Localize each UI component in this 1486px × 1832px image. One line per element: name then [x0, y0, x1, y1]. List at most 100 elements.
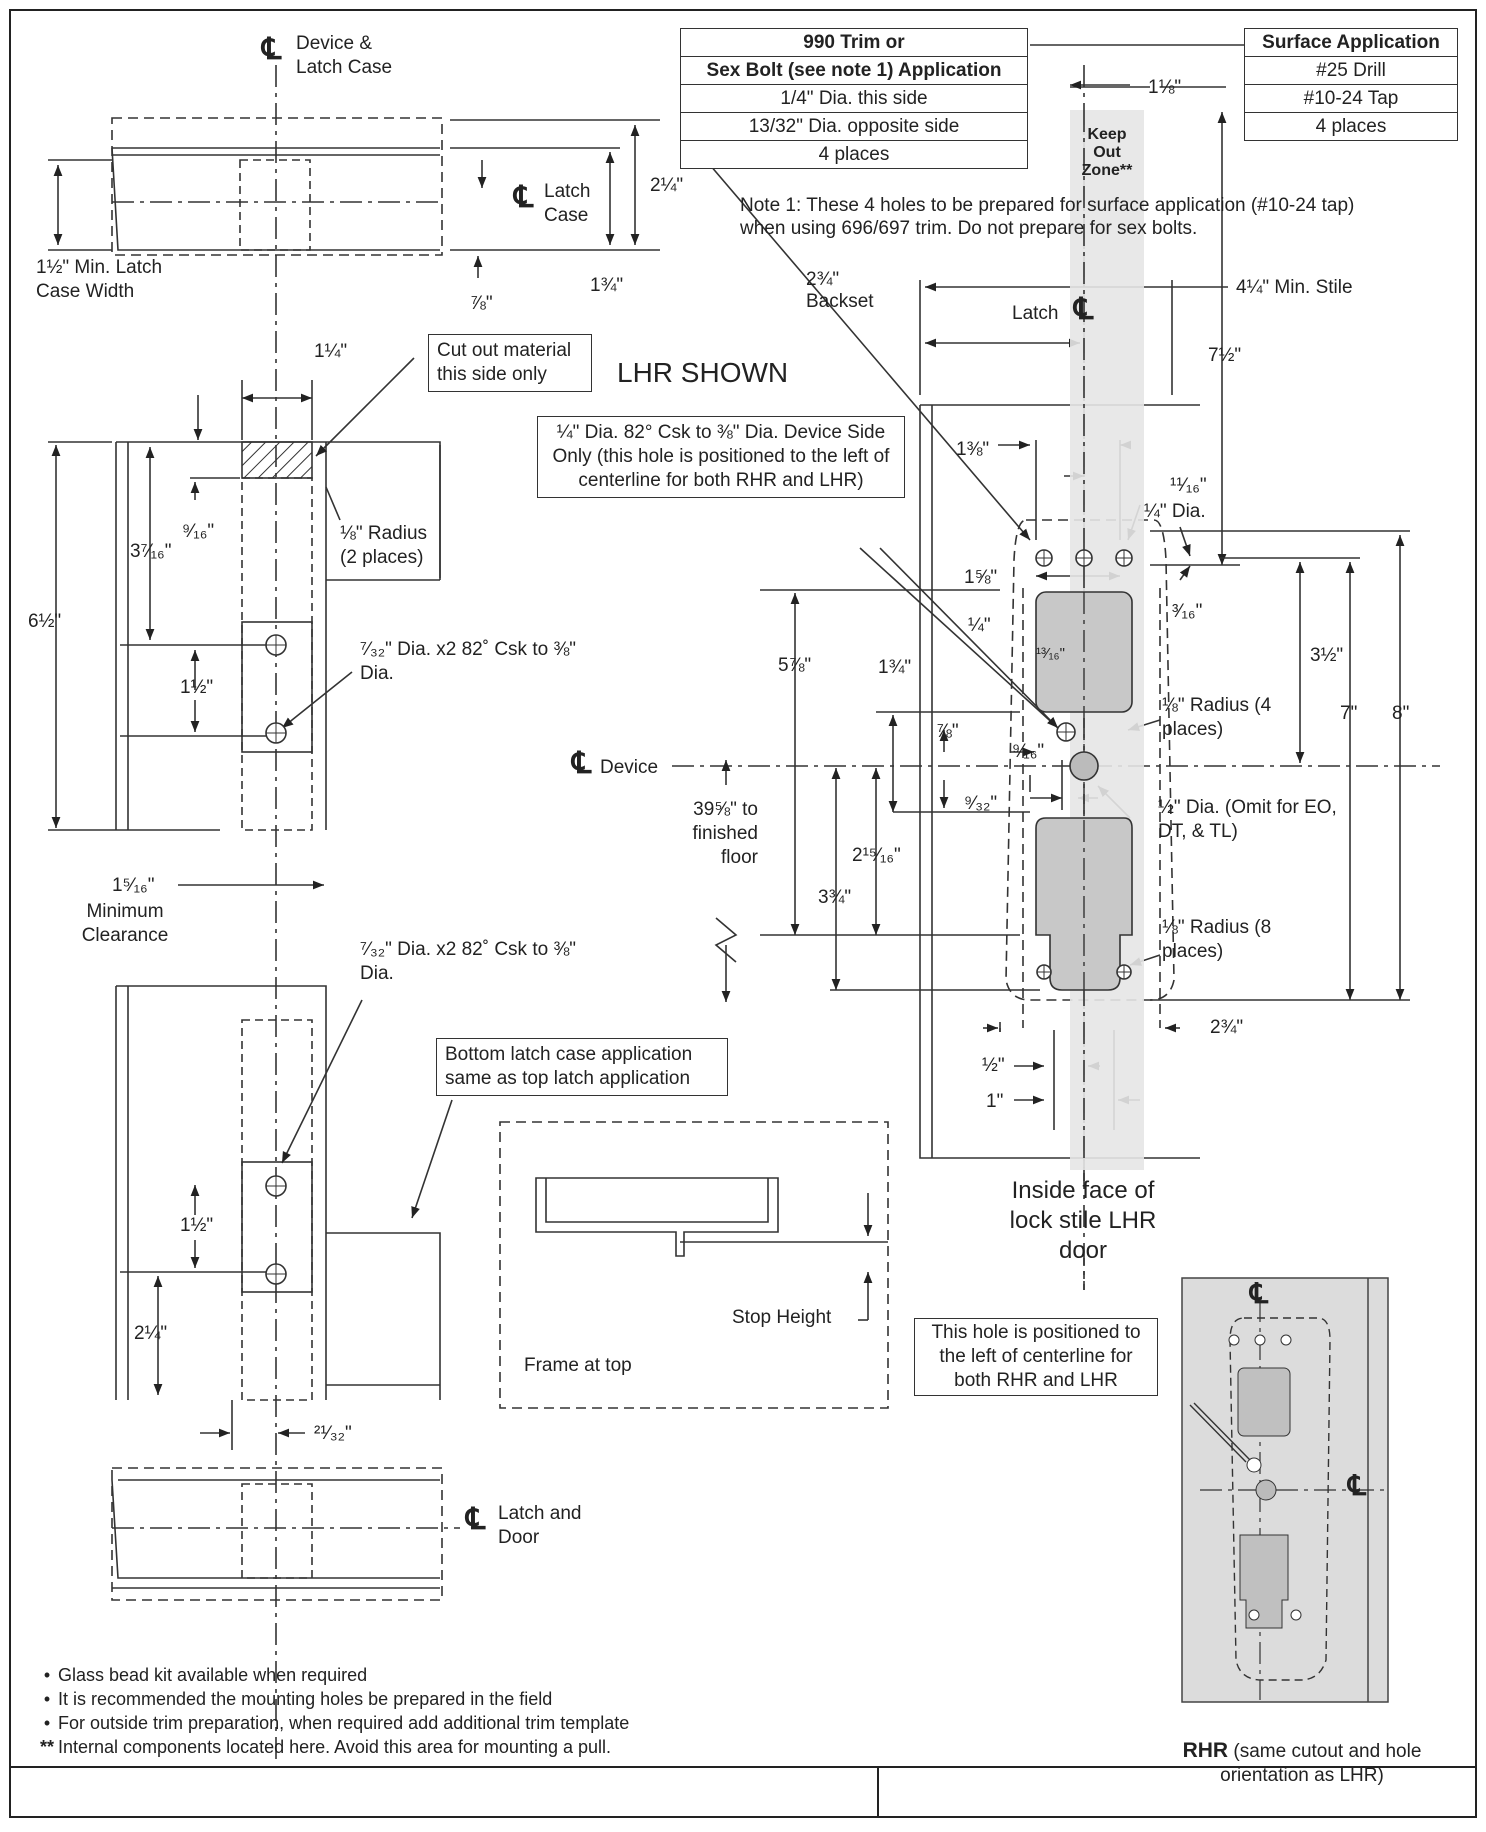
rhr-caption-bold: RHR [1182, 1739, 1229, 1762]
label-radius-2-places: ⅛" Radius (2 places) [340, 523, 428, 568]
rhr-caption-text: (same cutout and hole orientation as LHR… [1220, 1741, 1422, 1786]
cl-symbol: ℄ [466, 1503, 486, 1536]
dim-1-5-16: 1⁵⁄₁₆" [112, 875, 155, 896]
dim-9-16-left: ⁹⁄₁₆" [182, 521, 215, 542]
keep-out-zone-label: Keep Out Zone** [1076, 126, 1138, 180]
table-surface-row: 4 places [1244, 112, 1458, 141]
label-quarter-dia: ¼" Dia. [1144, 501, 1206, 522]
note-1: Note 1: These 4 holes to be prepared for… [740, 195, 1355, 239]
table-surface-row: #10-24 Tap [1244, 84, 1458, 113]
keep-out-line: Out [1093, 144, 1121, 161]
label-hole-7-32-lower: ⁷⁄₃₂" Dia. x2 82˚ Csk to ⅜" Dia. [360, 939, 577, 984]
label-half-dia: ½" Dia. (Omit for EO, DT, & TL) [1158, 797, 1337, 842]
cl-symbol: ℄ [1250, 1278, 1268, 1309]
footnote: Internal components located here. Avoid … [36, 1735, 629, 1759]
label-latch: Latch [1012, 303, 1059, 324]
dim-7: 7" [1340, 703, 1358, 724]
dim-1-1-4: 1¼" [314, 341, 348, 362]
label-min-clearance: Minimum Clearance [81, 901, 169, 946]
cl-symbol: ℄ [262, 33, 282, 66]
bottom-latch-case [111, 1467, 443, 1601]
table-990-row: 1/4" Dia. this side [680, 84, 1028, 113]
table-990-header-2: Sex Bolt (see note 1) Application [680, 56, 1028, 85]
lhr-shown-title: LHR SHOWN [617, 357, 789, 388]
dim-2-1-4-top: 2¼" [650, 175, 684, 196]
label-latch-case: Latch Case [544, 181, 591, 226]
notes-list: Glass bead kit available when required I… [36, 1663, 629, 1759]
dim-7-8-top: ⅞" [470, 293, 493, 314]
cl-symbol: ℄ [514, 181, 534, 214]
rhr-inset [1181, 1277, 1389, 1703]
label-latch-and-door: Latch and Door [498, 1503, 582, 1548]
dim-1-3-4: 1¾" [878, 657, 912, 678]
dim-2-1-4-lower: 2¼" [134, 1323, 168, 1344]
dim-1: 1" [986, 1091, 1004, 1112]
label-backset: Backset [806, 291, 874, 312]
dim-7-1-2: 7½" [1208, 345, 1242, 366]
label-min-latch-case-width: 1½" Min. Latch Case Width [36, 257, 163, 302]
dim-1-3-8: 1⅜" [956, 439, 990, 460]
cl-symbol: ℄ [572, 747, 592, 780]
dim-3-1-2: 3½" [1310, 645, 1344, 666]
callout-rhr-hole: This hole is positioned to the left of c… [914, 1318, 1158, 1396]
dim-6-1-2: 6½" [28, 611, 62, 632]
keep-out-line: Keep [1087, 126, 1127, 143]
table-990-row: 13/32" Dia. opposite side [680, 112, 1028, 141]
dim-2-3-4-bottom: 2¾" [1210, 1017, 1244, 1038]
dim-8: 8" [1392, 703, 1410, 724]
dim-1-1-2-upper: 1½" [180, 677, 214, 698]
list-item: For outside trim preparation, when requi… [36, 1711, 629, 1735]
table-surface: Surface Application #25 Drill #10-24 Tap… [1244, 28, 1458, 141]
table-990-header-1: 990 Trim or [680, 28, 1028, 57]
label-to-floor: 39⅝" to finished floor [692, 799, 759, 868]
table-990-trim: 990 Trim or Sex Bolt (see note 1) Applic… [680, 28, 1028, 169]
label-hole-7-32-upper: ⁷⁄₃₂" Dia. x2 82˚ Csk to ⅜" Dia. [360, 639, 577, 684]
dim-11-16: ¹¹⁄₁₆" [1170, 475, 1207, 496]
table-surface-row: #25 Drill [1244, 56, 1458, 85]
label-device-latch-case: Device & Latch Case [296, 33, 393, 78]
dim-3-7-16: 3⁷⁄₁₆" [130, 541, 172, 562]
dim-1-4: ¼" [968, 615, 991, 636]
dim-2-3-4-backset: 2¾" [806, 269, 840, 290]
dim-1-1-2-lower: 1½" [180, 1215, 214, 1236]
keep-out-line: Zone** [1081, 162, 1133, 179]
dim-1-1-8: 1⅛" [1148, 77, 1182, 98]
label-radius-4-places: ⅛" Radius (4 places) [1162, 695, 1272, 740]
dim-9-32: ⁹⁄₃₂" [964, 793, 998, 814]
dim-13-16: ¹³⁄₁₆" [1036, 645, 1065, 662]
label-inside-face: Inside face of lock stile LHR door [1009, 1177, 1157, 1264]
rhr-caption: RHR (same cutout and hole orientation as… [1172, 1739, 1432, 1788]
dim-1-5-8: 1⅝" [964, 567, 998, 588]
callout-cut-out: Cut out material this side only [428, 334, 592, 392]
callout-bottom-latch: Bottom latch case application same as to… [436, 1038, 728, 1096]
cutout-hatch [241, 441, 313, 479]
list-item: Glass bead kit available when required [36, 1663, 629, 1687]
dim-1-2: ½" [982, 1055, 1005, 1076]
label-stop-height: Stop Height [732, 1307, 832, 1328]
dim-1-3-4-top: 1¾" [590, 275, 624, 296]
dim-7-8: ⅞" [936, 721, 959, 742]
dim-2-15-16: 2¹⁵⁄₁₆" [852, 845, 901, 866]
latch-case-body [111, 147, 440, 251]
label-frame-at-top: Frame at top [524, 1355, 632, 1376]
cl-symbol: ℄ [1074, 293, 1094, 326]
label-radius-8-places: ⅛" Radius (8 places) [1162, 917, 1272, 962]
cl-symbol: ℄ [1348, 1470, 1366, 1501]
table-surface-header: Surface Application [1244, 28, 1458, 57]
sheet-border [9, 9, 1477, 1818]
label-device: Device [600, 757, 659, 778]
callout-hole-left: ¼" Dia. 82° Csk to ⅜" Dia. Device Side O… [537, 416, 905, 498]
dim-5-7-8: 5⅞" [778, 655, 812, 676]
upper-stile [115, 441, 441, 830]
dim-3-16: ³⁄₁₆" [1172, 601, 1203, 622]
dim-9-16: ⁹⁄₁₆" [1012, 741, 1045, 762]
latch-case-outer [111, 117, 443, 256]
list-item: It is recommended the mounting holes be … [36, 1687, 629, 1711]
dim-3-3-4: 3¾" [818, 887, 852, 908]
label-min-stile: 4¼" Min. Stile [1236, 277, 1353, 298]
frame-at-top-box [499, 1121, 889, 1409]
lower-stile [115, 985, 441, 1400]
dim-21-32: ²¹⁄₃₂" [314, 1423, 352, 1444]
